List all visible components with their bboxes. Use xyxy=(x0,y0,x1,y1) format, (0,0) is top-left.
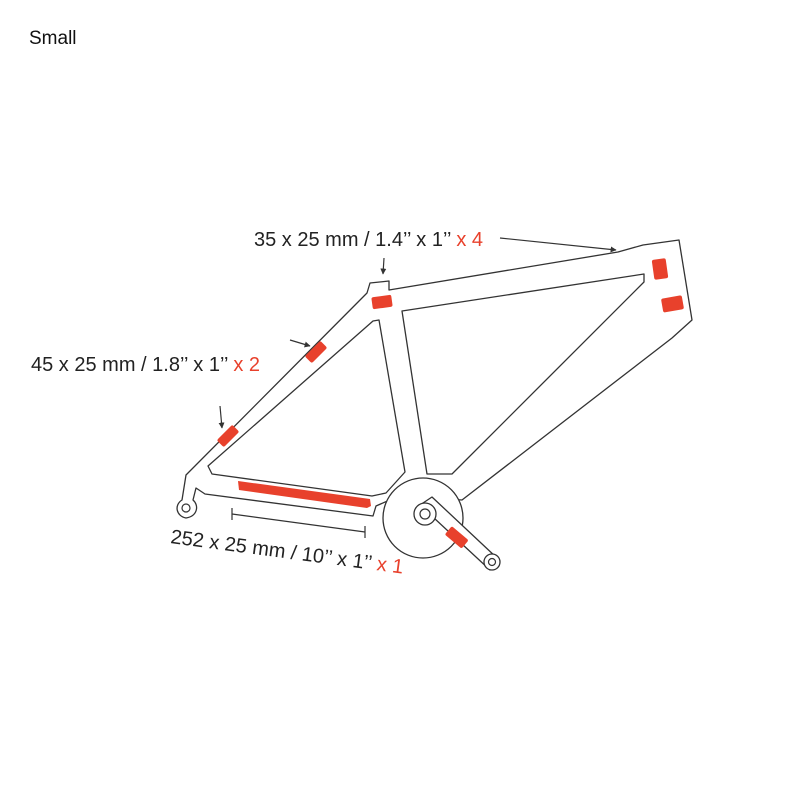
pad-seat-tube-top xyxy=(371,294,393,310)
label-head-seat-pads: 35 x 25 mm / 1.4’’ x 1’’ x 4 xyxy=(254,229,483,251)
label-top-size: 35 x 25 mm / 1.4’’ x 1’’ xyxy=(254,229,451,251)
arrow-seat-tube xyxy=(380,257,387,275)
pad-head-tube-bottom xyxy=(661,295,684,313)
rear-triangle-cutout xyxy=(207,319,406,497)
pad-seat-stay-upper xyxy=(305,341,327,363)
size-title: Small xyxy=(29,28,77,49)
label-bottom-size: 252 x 25 mm / 10’’ x 1’’ xyxy=(169,526,373,574)
front-triangle-cutout xyxy=(401,273,645,475)
dropout-hole xyxy=(181,503,191,513)
pad-head-tube-top xyxy=(651,258,669,280)
label-left-size: 45 x 25 mm / 1.8’’ x 1’’ xyxy=(31,354,228,376)
chain-stay-dimension xyxy=(231,508,366,538)
label-top-qty: x 4 xyxy=(451,229,483,251)
pad-crank-arm xyxy=(445,526,468,548)
arrow-head-tube xyxy=(499,237,617,253)
label-left-qty: x 2 xyxy=(228,354,260,376)
arrow-seat-stay-upper xyxy=(289,339,311,348)
label-seat-stay-pads: 45 x 25 mm / 1.8’’ x 1’’ x 2 xyxy=(31,354,260,376)
arrow-seat-stay-lower xyxy=(218,405,225,429)
pad-seat-stay-lower xyxy=(217,425,239,447)
label-bottom-qty: x 1 xyxy=(370,553,405,579)
pad-chain-stay xyxy=(238,481,371,508)
label-chain-stay-pad: 252 x 25 mm / 10’’ x 1’’ x 1 xyxy=(169,526,404,578)
